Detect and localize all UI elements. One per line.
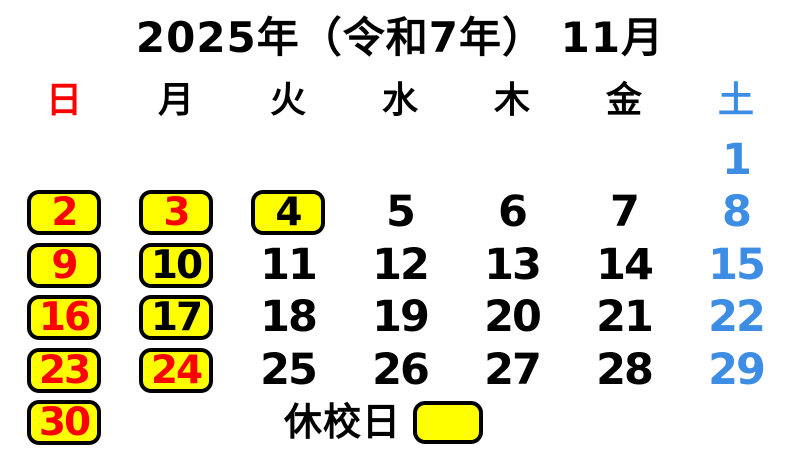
weekday-header-0: 日 bbox=[45, 80, 82, 121]
day-cell-empty bbox=[680, 397, 792, 450]
day-number: 9 bbox=[51, 242, 78, 288]
weekday-header-5: 金 bbox=[605, 80, 642, 121]
calendar-title: 2025年（令和7年） 11月 bbox=[135, 13, 665, 62]
day-cell-7: 7 bbox=[568, 187, 680, 240]
day-cell-1: 1 bbox=[680, 134, 792, 187]
day-number: 11 bbox=[260, 239, 318, 290]
holiday-box: 4 bbox=[251, 190, 325, 236]
day-cell-26: 26 bbox=[344, 344, 456, 397]
closed-day-legend: 休校日 bbox=[284, 398, 484, 446]
day-cell-10: 10 bbox=[120, 239, 232, 292]
day-cell-14: 14 bbox=[568, 239, 680, 292]
day-number: 2 bbox=[51, 190, 78, 236]
day-cell-9: 9 bbox=[8, 239, 120, 292]
day-cell-empty bbox=[568, 397, 680, 450]
day-number: 18 bbox=[260, 292, 318, 343]
day-cell-5: 5 bbox=[344, 187, 456, 240]
day-number: 23 bbox=[38, 347, 91, 393]
weekday-header-4: 木 bbox=[493, 80, 530, 121]
day-number: 26 bbox=[372, 344, 430, 395]
weekday-header-2: 火 bbox=[269, 80, 306, 121]
day-number: 7 bbox=[610, 187, 640, 238]
day-cell-empty bbox=[120, 134, 232, 187]
day-cell-empty bbox=[456, 134, 568, 187]
day-number: 3 bbox=[163, 190, 190, 236]
day-number: 22 bbox=[708, 292, 766, 343]
day-number: 12 bbox=[372, 239, 430, 290]
day-number: 10 bbox=[150, 242, 203, 288]
day-number: 4 bbox=[275, 190, 302, 236]
day-cell-empty bbox=[232, 134, 344, 187]
legend-holiday-box bbox=[413, 400, 484, 444]
day-number: 14 bbox=[596, 239, 654, 290]
day-cell-22: 22 bbox=[680, 292, 792, 345]
day-number: 28 bbox=[596, 344, 654, 395]
day-cell-16: 16 bbox=[8, 292, 120, 345]
day-number: 19 bbox=[372, 292, 430, 343]
day-cell-21: 21 bbox=[568, 292, 680, 345]
weekday-header-3: 水 bbox=[381, 80, 418, 121]
day-number: 1 bbox=[722, 134, 752, 185]
holiday-box: 30 bbox=[27, 400, 101, 446]
day-cell-3: 3 bbox=[120, 187, 232, 240]
holiday-box: 10 bbox=[139, 242, 213, 288]
day-cell-4: 4 bbox=[232, 187, 344, 240]
weekday-header-6: 土 bbox=[717, 80, 754, 121]
day-cell-27: 27 bbox=[456, 344, 568, 397]
day-cell-29: 29 bbox=[680, 344, 792, 397]
day-number: 17 bbox=[150, 295, 203, 341]
day-cell-20: 20 bbox=[456, 292, 568, 345]
day-number: 24 bbox=[150, 347, 203, 393]
day-cell-25: 25 bbox=[232, 344, 344, 397]
day-cell-30: 30 bbox=[8, 397, 120, 450]
day-cell-8: 8 bbox=[680, 187, 792, 240]
holiday-box: 23 bbox=[27, 347, 101, 393]
day-cell-23: 23 bbox=[8, 344, 120, 397]
day-cell-17: 17 bbox=[120, 292, 232, 345]
day-cell-empty bbox=[568, 134, 680, 187]
holiday-box: 9 bbox=[27, 242, 101, 288]
holiday-box: 2 bbox=[27, 190, 101, 236]
day-number: 29 bbox=[708, 344, 766, 395]
day-number: 15 bbox=[708, 239, 766, 290]
day-number: 21 bbox=[596, 292, 654, 343]
day-cell-6: 6 bbox=[456, 187, 568, 240]
day-cell-18: 18 bbox=[232, 292, 344, 345]
day-number: 16 bbox=[38, 295, 91, 341]
day-cell-11: 11 bbox=[232, 239, 344, 292]
day-number: 8 bbox=[722, 187, 752, 238]
day-cell-12: 12 bbox=[344, 239, 456, 292]
weekday-header-1: 月 bbox=[157, 80, 194, 121]
day-cell-24: 24 bbox=[120, 344, 232, 397]
day-cell-empty bbox=[120, 397, 232, 450]
day-number: 6 bbox=[498, 187, 528, 238]
day-cell-2: 2 bbox=[8, 187, 120, 240]
day-number: 13 bbox=[484, 239, 542, 290]
day-number: 30 bbox=[38, 400, 91, 446]
day-cell-15: 15 bbox=[680, 239, 792, 292]
holiday-box: 17 bbox=[139, 295, 213, 341]
day-number: 20 bbox=[484, 292, 542, 343]
day-cell-13: 13 bbox=[456, 239, 568, 292]
day-number: 27 bbox=[484, 344, 542, 395]
day-number: 5 bbox=[386, 187, 416, 238]
legend-label: 休校日 bbox=[284, 400, 402, 444]
day-cell-empty bbox=[344, 134, 456, 187]
day-number: 25 bbox=[260, 344, 318, 395]
holiday-box: 3 bbox=[139, 190, 213, 236]
holiday-box: 24 bbox=[139, 347, 213, 393]
day-cell-empty bbox=[8, 134, 120, 187]
holiday-box: 16 bbox=[27, 295, 101, 341]
day-cell-19: 19 bbox=[344, 292, 456, 345]
day-cell-28: 28 bbox=[568, 344, 680, 397]
